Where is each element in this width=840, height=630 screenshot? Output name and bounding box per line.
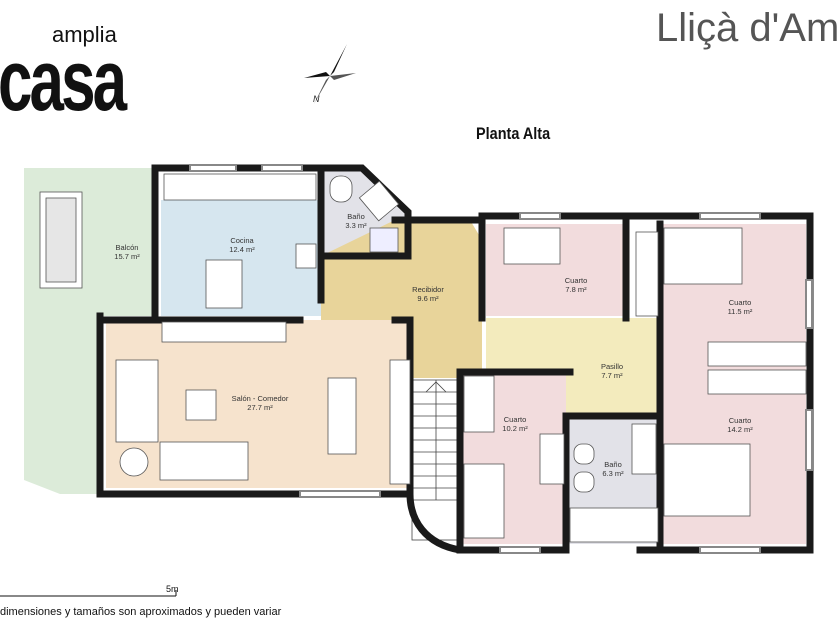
room-name: Cuarto — [503, 415, 527, 424]
room-name: Cuarto — [728, 298, 752, 307]
room-label-bath-large: Baño 6.3 m² — [602, 460, 623, 479]
room-area: 3.3 m² — [345, 221, 367, 231]
room-name: Pasillo — [600, 362, 624, 371]
room-label-bedroom-4: Cuarto 14.2 m² — [727, 416, 752, 435]
room-label-bedroom-1: Cuarto 7.8 m² — [565, 276, 588, 295]
room-name: Balcón — [115, 243, 139, 252]
room-label-living: Salón - Comedor 27.7 m² — [232, 394, 289, 413]
room-area: 27.7 m² — [247, 403, 273, 413]
room-area: 7.8 m² — [565, 285, 587, 295]
room-area: 10.2 m² — [502, 424, 528, 434]
room-label-hall: Recibidor 9.6 m² — [412, 285, 444, 304]
walls — [96, 164, 814, 554]
room-name: Cocina — [230, 236, 254, 245]
room-area: 14.2 m² — [727, 425, 753, 435]
room-label-balcony: Balcón 15.7 m² — [114, 243, 139, 262]
curved-wall — [406, 493, 461, 554]
room-name: Salón - Comedor — [231, 394, 289, 403]
room-name: Recibidor — [412, 285, 444, 294]
room-label-bedroom-2: Cuarto 11.5 m² — [728, 298, 753, 317]
room-name: Baño — [604, 460, 622, 469]
room-area: 11.5 m² — [727, 307, 753, 317]
town-title: Lliçà d'Amu — [656, 6, 840, 50]
brand-logo-big: casa — [0, 33, 127, 129]
room-area: 9.6 m² — [417, 294, 439, 304]
compass-north-label: N — [313, 94, 320, 104]
room-label-kitchen: Cocina 12.4 m² — [229, 236, 254, 255]
floor-title: Planta Alta — [476, 124, 551, 143]
scale-bar — [0, 590, 177, 597]
room-label-bedroom-3: Cuarto 10.2 m² — [502, 415, 527, 434]
brand-logo-small: amplia — [52, 22, 117, 47]
room-name: Cuarto — [564, 276, 588, 285]
room-area: 12.4 m² — [229, 245, 255, 255]
room-area: 6.3 m² — [602, 469, 624, 479]
windows — [189, 164, 813, 554]
scale-label: 5m — [166, 584, 179, 594]
furniture — [39, 173, 807, 543]
room-area: 15.7 m² — [114, 252, 140, 262]
staircase — [411, 379, 461, 541]
room-label-bath-small: Baño 3.3 m² — [345, 212, 366, 231]
north-compass-icon — [304, 44, 356, 104]
disclaimer-text: dimensiones y tamaños son aproximados y … — [0, 606, 282, 618]
room-name: Cuarto — [728, 416, 752, 425]
room-label-corridor: Pasillo 7.7 m² — [601, 362, 623, 381]
room-area: 7.7 m² — [601, 371, 623, 381]
room-name: Baño — [347, 212, 365, 221]
